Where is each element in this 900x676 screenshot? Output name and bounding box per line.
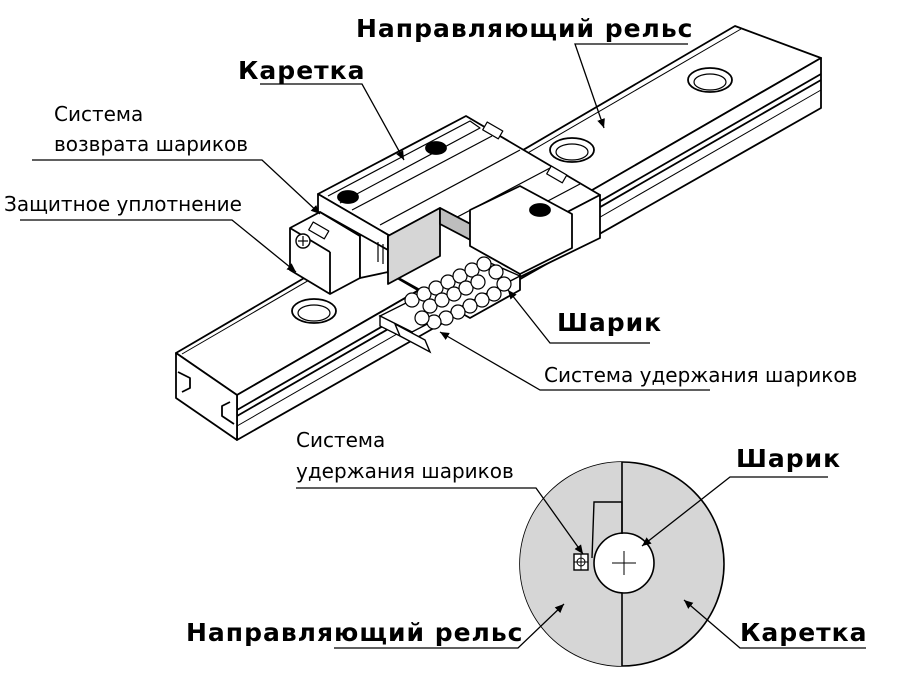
label-guide-rail-top: Направляющий рельс [356,14,694,43]
leader-lines-bottom [296,476,866,649]
label-carriage-top: Каретка [238,56,366,85]
label-seal: Защитное уплотнение [4,192,242,216]
cross-section [519,461,725,667]
label-ball-bottom: Шарик [736,444,842,473]
label-ball-return-line1: Система [54,102,144,126]
label-retainer-top: Система удержания шариков [544,363,858,387]
label-retainer-bottom-line1: Система [296,428,386,452]
balls-group [404,256,512,330]
label-carriage-bottom: Каретка [740,618,868,647]
label-ball-top: Шарик [557,308,663,337]
label-retainer-bottom-line2: удержания шариков [296,459,514,483]
label-ball-return-line2: возврата шариков [54,132,249,156]
leader-lines-top [20,43,710,391]
label-guide-rail-bottom: Направляющий рельс [186,618,524,647]
